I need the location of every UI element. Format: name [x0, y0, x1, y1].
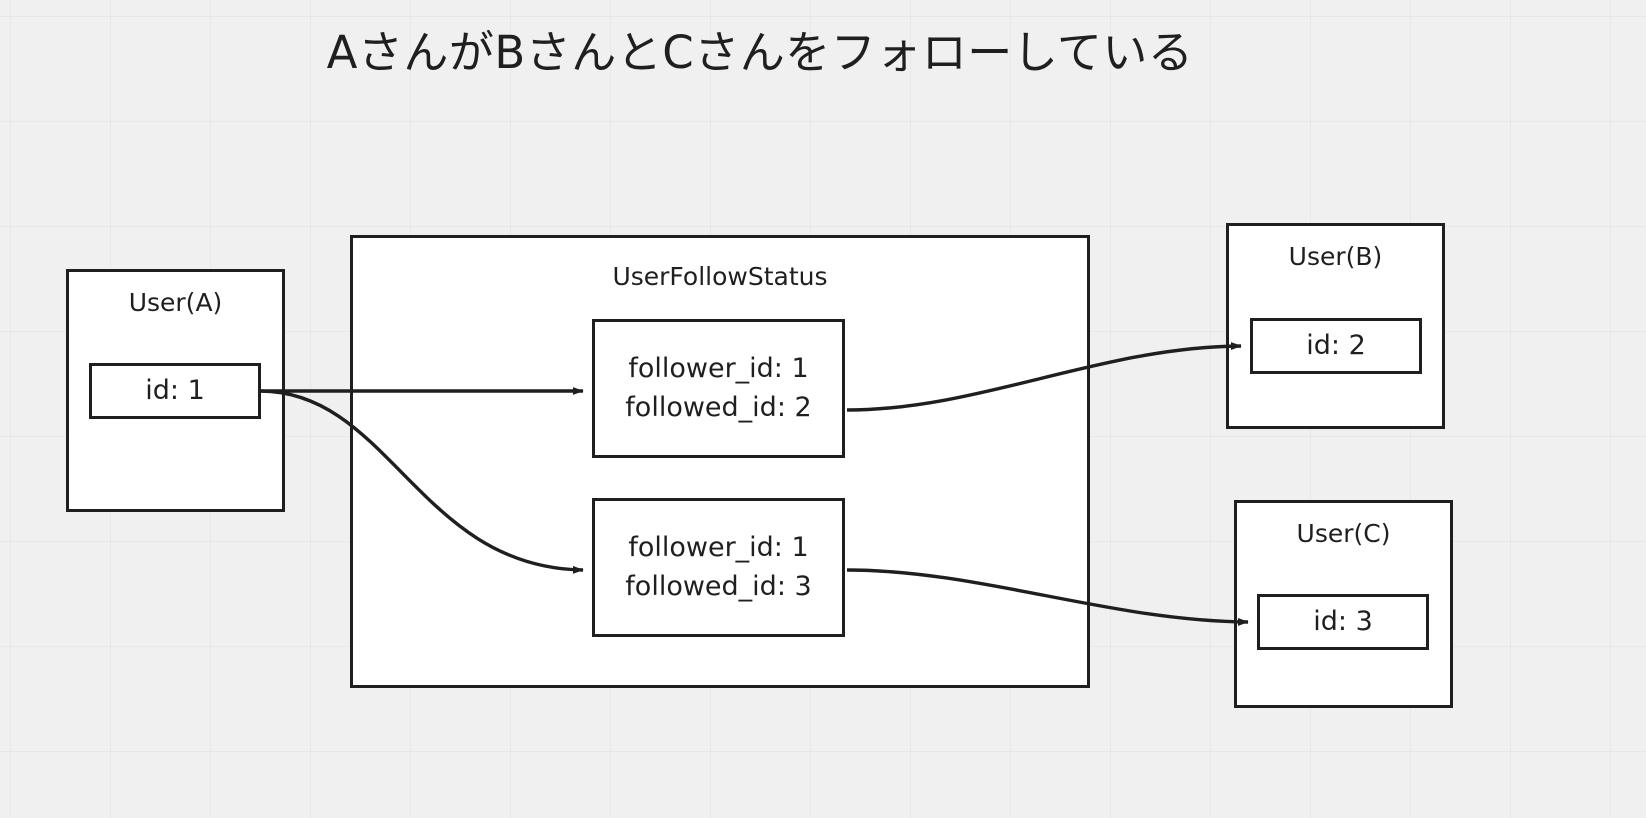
field-user-a-id-text: id: 1	[145, 374, 205, 406]
record-user-follow-status-2[interactable]: follower_id: 1 followed_id: 3	[592, 498, 845, 637]
node-user-follow-status-title: UserFollowStatus	[612, 262, 828, 291]
field-user-c-id[interactable]: id: 3	[1257, 594, 1429, 650]
field-user-b-id[interactable]: id: 2	[1250, 318, 1422, 374]
record-1-follower-id: follower_id: 1	[628, 353, 809, 385]
diagram-title: AさんがBさんとCさんをフォローしている	[326, 26, 1194, 79]
node-user-a-title: User(A)	[128, 288, 223, 317]
field-user-a-id[interactable]: id: 1	[89, 363, 261, 419]
node-user-c-title: User(C)	[1296, 519, 1391, 548]
record-2-follower-id: follower_id: 1	[628, 532, 809, 564]
field-user-b-id-text: id: 2	[1306, 329, 1366, 361]
field-user-c-id-text: id: 3	[1313, 605, 1373, 637]
record-1-followed-id: followed_id: 2	[625, 391, 812, 423]
record-user-follow-status-1[interactable]: follower_id: 1 followed_id: 2	[592, 319, 845, 458]
node-user-b-title: User(B)	[1288, 242, 1383, 271]
record-2-followed-id: followed_id: 3	[625, 570, 812, 602]
